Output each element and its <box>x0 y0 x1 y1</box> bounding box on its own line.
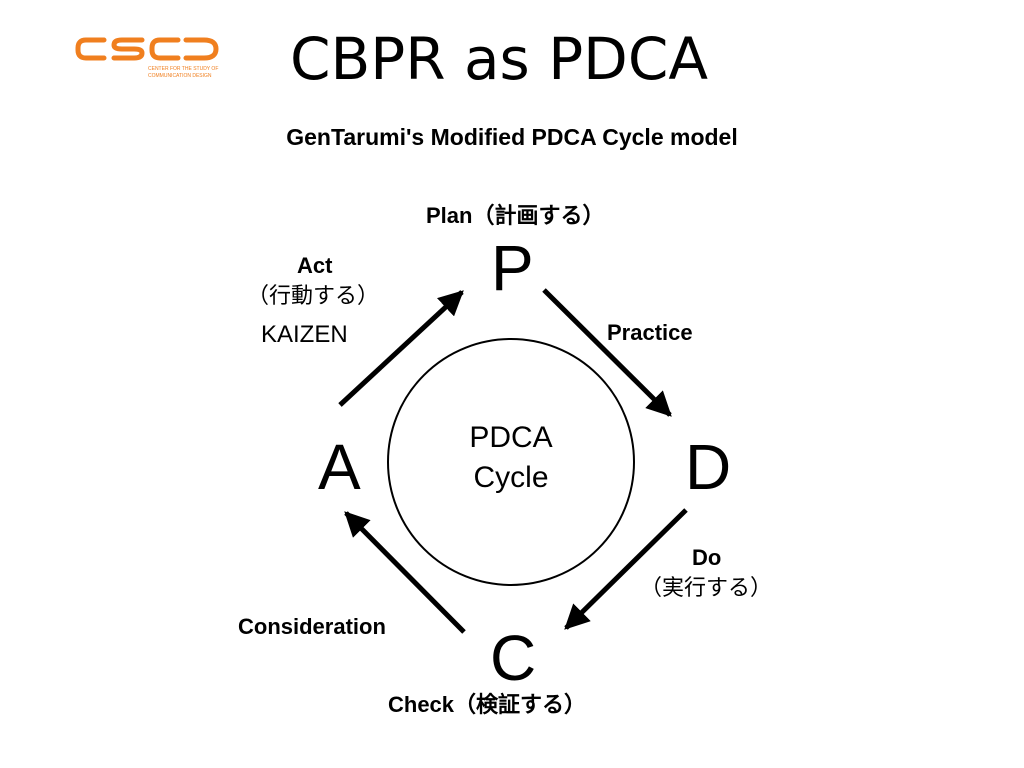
node-d-letter: D <box>685 431 732 503</box>
node-a-letter: A <box>318 431 361 503</box>
edge-label-practice: Practice <box>607 320 693 345</box>
center-label-line2: Cycle <box>473 461 549 494</box>
edge-label-consideration: Consideration <box>238 614 386 639</box>
diagram-subtitle: GenTarumi's Modified PDCA Cycle model <box>286 124 738 150</box>
node-a-caption-2: （行動する） <box>247 283 380 308</box>
node-p-letter: P <box>491 232 534 304</box>
node-a-caption-3: KAIZEN <box>261 321 348 348</box>
logo-caption-1: CENTER FOR THE STUDY OF <box>148 66 218 72</box>
node-c-letter: C <box>490 622 537 694</box>
node-c-caption: Check（検証する） <box>388 692 587 717</box>
node-p-caption: Plan（計画する） <box>426 203 605 228</box>
center-label-line1: PDCA <box>469 421 553 454</box>
slide-title: CBPR as PDCA <box>290 25 709 93</box>
arrow-p-to-d <box>542 288 672 417</box>
arrow-c-to-a <box>344 511 466 634</box>
cscd-logo: CENTER FOR THE STUDY OF COMMUNICATION DE… <box>75 37 219 79</box>
arrow-d-to-c <box>564 508 688 630</box>
node-d-caption-1: Do <box>692 545 722 570</box>
center-circle <box>387 338 635 586</box>
node-d-caption-2: （実行する） <box>640 575 773 600</box>
arrow-a-to-p <box>338 290 464 407</box>
logo-caption-2: COMMUNICATION DESIGN <box>148 73 212 79</box>
node-a-caption-1: Act <box>297 253 333 278</box>
